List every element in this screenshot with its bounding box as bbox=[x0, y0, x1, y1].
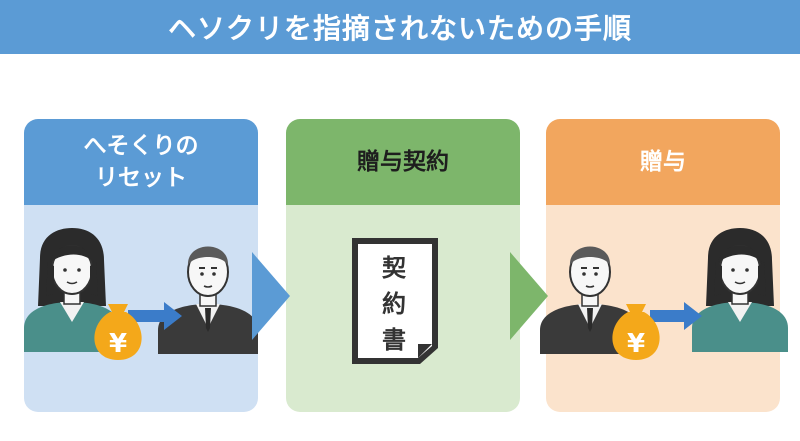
transfer-arrow-icon bbox=[650, 302, 702, 330]
document-char: 約 bbox=[382, 290, 406, 318]
step-label-gift: 贈与 bbox=[640, 149, 686, 175]
contract-document-icon bbox=[352, 238, 438, 364]
contract-document-text: 契 約 書 bbox=[372, 250, 416, 358]
transfer-arrow-icon bbox=[128, 302, 182, 330]
title-bar: ヘソクリを指摘されないための手順 bbox=[0, 0, 800, 54]
woman-figure-icon bbox=[691, 227, 789, 353]
yen-symbol: ¥ bbox=[627, 329, 645, 359]
step-header-reset: へそくりの リセット bbox=[24, 119, 258, 205]
step-header-contract: 贈与契約 bbox=[286, 119, 520, 205]
man-figure-icon bbox=[157, 245, 259, 355]
step-header-gift: 贈与 bbox=[546, 119, 780, 205]
document-char: 書 bbox=[382, 326, 406, 354]
document-char: 契 bbox=[382, 254, 406, 282]
flow-arrow-icon bbox=[510, 252, 548, 340]
money-bag-icon: ¥ bbox=[94, 304, 142, 360]
flow-arrow-icon bbox=[252, 252, 290, 340]
step-label-reset: へそくりの リセット bbox=[83, 133, 199, 191]
step-card-contract: 贈与契約 bbox=[286, 119, 520, 412]
yen-symbol: ¥ bbox=[109, 329, 127, 359]
step-label-contract: 贈与契約 bbox=[357, 149, 449, 175]
page-title: ヘソクリを指摘されないための手順 bbox=[167, 12, 632, 45]
money-bag-icon: ¥ bbox=[612, 304, 660, 360]
